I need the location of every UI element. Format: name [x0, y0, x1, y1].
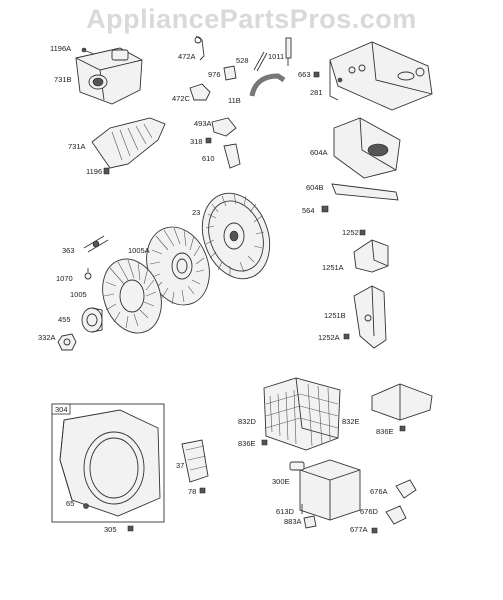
part-332A [57, 333, 77, 351]
label-1196A: 1196A [50, 44, 71, 53]
part-300E [289, 459, 361, 521]
part-604A [333, 117, 401, 179]
part-472C [189, 83, 211, 101]
label-363: 363 [62, 246, 75, 255]
part-1252A [343, 333, 350, 340]
part-1005 [102, 258, 162, 334]
part-528 [253, 51, 268, 72]
label-1251A: 1251A [322, 263, 344, 272]
label-677A: 677A [350, 525, 368, 534]
part-305-screw [127, 525, 134, 532]
label-1011: 1011 [268, 52, 284, 61]
label-1070: 1070 [56, 274, 73, 283]
part-604B [331, 183, 399, 201]
label-1005: 1005 [70, 290, 87, 299]
label-23: 23 [192, 208, 200, 217]
label-663: 663 [298, 70, 311, 79]
label-604B: 604B [306, 183, 324, 192]
label-731A: 731A [68, 142, 86, 151]
part-836E-right [399, 425, 406, 432]
part-11B [249, 73, 286, 97]
label-65: 65 [66, 499, 74, 508]
part-731A [91, 117, 166, 169]
label-1005A: 1005A [128, 246, 150, 255]
label-78: 78 [188, 487, 196, 496]
part-836E-left [261, 439, 268, 446]
label-318: 318 [190, 137, 203, 146]
watermark: AppliancePartsPros.com [86, 4, 417, 34]
part-676A [395, 479, 417, 499]
label-281: 281 [310, 88, 323, 97]
label-731B: 731B [54, 75, 72, 84]
part-363 [83, 235, 109, 253]
label-832D: 832D [238, 417, 257, 426]
part-976 [223, 65, 237, 81]
label-676D: 676D [360, 507, 379, 516]
label-976: 976 [208, 70, 221, 79]
part-832D [263, 377, 341, 451]
part-281 [329, 41, 433, 111]
part-731B [75, 47, 143, 105]
part-1252 [359, 229, 366, 236]
label-832E: 832E [342, 417, 360, 426]
part-472A [194, 35, 205, 61]
part-65 [83, 503, 89, 509]
part-1011 [285, 37, 292, 66]
label-613D: 613D [276, 507, 295, 516]
label-528: 528 [236, 56, 249, 65]
part-305 [59, 409, 161, 517]
label-610: 610 [202, 154, 215, 163]
part-78 [199, 487, 206, 494]
label-1252A: 1252A [318, 333, 340, 342]
part-37 [181, 439, 209, 483]
part-493A [211, 117, 237, 137]
part-304-box [51, 403, 165, 523]
label-676A: 676A [370, 487, 388, 496]
label-304: 304 [55, 405, 68, 414]
label-564: 564 [302, 206, 315, 215]
label-1196: 1196 [86, 167, 102, 176]
part-883A [303, 515, 317, 529]
part-1005A [146, 226, 210, 306]
label-11B: 11B [228, 96, 241, 105]
label-332A: 332A [38, 333, 56, 342]
part-663 [313, 71, 320, 78]
label-305: 305 [104, 525, 117, 534]
label-472A: 472A [178, 52, 196, 61]
label-883A: 883A [284, 517, 302, 526]
label-472C: 472C [172, 94, 191, 103]
part-610 [223, 143, 241, 169]
part-1251B [353, 285, 387, 349]
label-836E-left: 836E [238, 439, 256, 448]
part-318 [205, 137, 212, 144]
part-676D [385, 505, 407, 525]
label-37: 37 [176, 461, 184, 470]
label-1251B: 1251B [324, 311, 346, 320]
part-677A [371, 527, 378, 534]
part-1251A [353, 239, 389, 273]
label-836E-right: 836E [376, 427, 394, 436]
part-labels: 1196A 731B 472A 976 528 1011 663 281 472… [38, 44, 394, 534]
part-455 [81, 307, 103, 333]
label-493A: 493A [194, 119, 212, 128]
part-1070 [84, 268, 92, 280]
part-832E [371, 383, 433, 421]
part-564 [321, 205, 329, 213]
label-1252: 1252 [342, 228, 359, 237]
label-300E: 300E [272, 477, 290, 486]
label-455: 455 [58, 315, 71, 324]
part-23 [201, 192, 271, 280]
label-604A: 604A [310, 148, 328, 157]
